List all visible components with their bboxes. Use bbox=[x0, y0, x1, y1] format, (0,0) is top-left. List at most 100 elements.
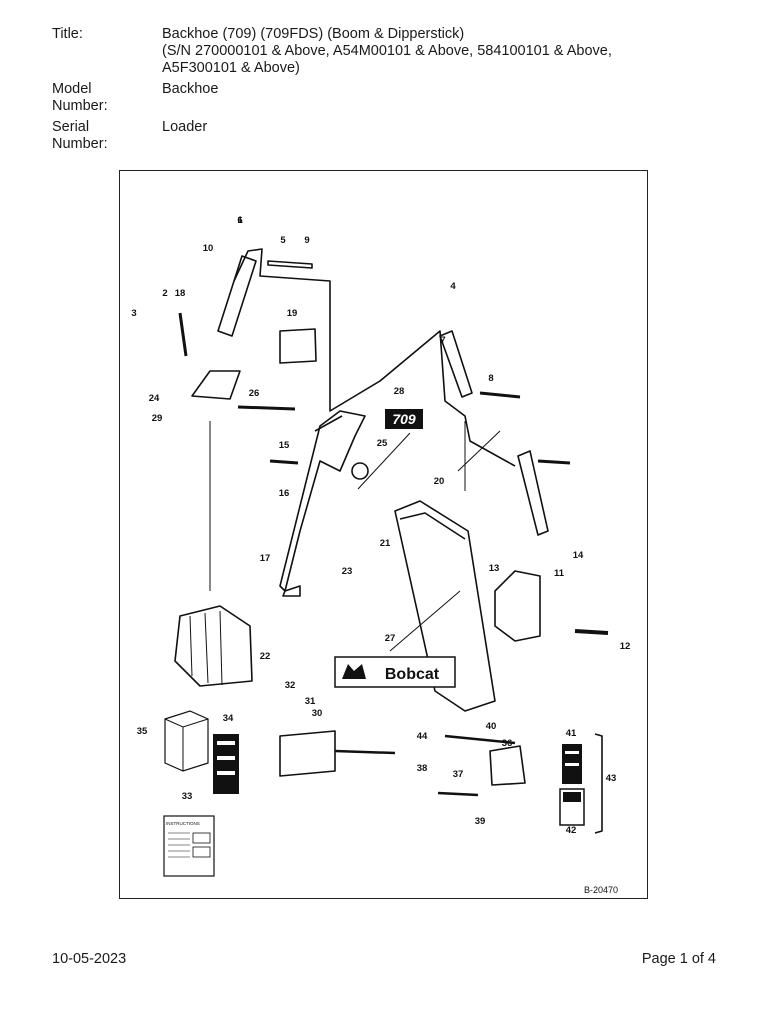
box-icon bbox=[164, 718, 209, 771]
serial-label: Serial Number: bbox=[52, 119, 162, 153]
bucket-link-part bbox=[494, 570, 541, 642]
title-line: (S/N 270000101 & Above, A54M00101 & Abov… bbox=[162, 43, 612, 59]
bobcat-logo-icon bbox=[342, 664, 366, 679]
callout-28: 28 bbox=[394, 386, 405, 397]
boom-part bbox=[314, 415, 343, 432]
callout-42: 42 bbox=[566, 825, 577, 836]
pin-part bbox=[437, 791, 479, 797]
decal-41-stripe bbox=[565, 763, 579, 766]
cylinder-link-part bbox=[439, 330, 473, 398]
callout-11: 11 bbox=[554, 568, 565, 579]
callout-1: 1 bbox=[237, 215, 243, 226]
callout-37: 37 bbox=[453, 769, 464, 780]
decal-dark-34-stripe bbox=[217, 756, 235, 760]
callout-16: 16 bbox=[279, 488, 290, 499]
callout-29: 29 bbox=[152, 413, 163, 424]
footer-page-number: Page 1 of 4 bbox=[641, 951, 716, 967]
decal-dark-34-stripe bbox=[217, 771, 235, 775]
callout-23: 23 bbox=[342, 566, 353, 577]
callout-36: 36 bbox=[502, 738, 513, 749]
decal-dark-34-stripe bbox=[217, 741, 235, 745]
model-value: Backhoe bbox=[162, 81, 219, 97]
pin-part bbox=[267, 260, 313, 269]
title-line: Backhoe (709) (709FDS) (Boom & Dippersti… bbox=[162, 26, 465, 42]
title-value: Backhoe (709) (709FDS) (Boom & Dippersti… bbox=[162, 26, 732, 77]
model-label-line: Number: bbox=[52, 98, 108, 114]
bucket-part bbox=[189, 610, 223, 686]
callout-15: 15 bbox=[279, 440, 290, 451]
callout-27: 27 bbox=[385, 633, 396, 644]
callout-39: 39 bbox=[475, 816, 486, 827]
dipperstick-part bbox=[399, 512, 466, 540]
pin-part bbox=[334, 749, 396, 755]
decal-dark-34 bbox=[213, 734, 239, 794]
model-label: Model Number: bbox=[52, 81, 162, 115]
callout-40: 40 bbox=[486, 721, 497, 732]
pivot-bracket-part bbox=[279, 730, 336, 777]
exploded-view-drawing: 709 Bobcat INSTRUCTIONS bbox=[131, 215, 630, 895]
title-row: Title: Backhoe (709) (709FDS) (Boom & Di… bbox=[52, 26, 732, 77]
manual-text-lines bbox=[168, 832, 190, 858]
callout-35: 35 bbox=[137, 726, 148, 737]
serial-label-line: Serial bbox=[52, 119, 90, 135]
bracket-part bbox=[178, 312, 188, 357]
manual-figure bbox=[192, 832, 211, 844]
callout-18: 18 bbox=[175, 288, 186, 299]
callout-41: 41 bbox=[566, 728, 577, 739]
title-line: A5F300101 & Above) bbox=[162, 60, 300, 76]
callout-44: 44 bbox=[417, 731, 428, 742]
manual-figure bbox=[192, 846, 211, 858]
bucket-part bbox=[174, 605, 253, 687]
boom-link-part bbox=[217, 255, 257, 337]
callout-43: 43 bbox=[606, 773, 617, 784]
callout-7: 7 bbox=[440, 335, 445, 346]
callout-21: 21 bbox=[380, 538, 391, 549]
model-row: Model Number: Backhoe bbox=[52, 81, 732, 115]
callout-24: 24 bbox=[149, 393, 160, 404]
pin-part bbox=[574, 629, 609, 635]
decal-box bbox=[164, 710, 209, 772]
document-metadata: Title: Backhoe (709) (709FDS) (Boom & Di… bbox=[52, 26, 732, 157]
manual-cover bbox=[163, 815, 215, 877]
pin-part bbox=[537, 459, 571, 465]
decal-709-badge bbox=[385, 409, 423, 429]
callout-9: 9 bbox=[304, 235, 309, 246]
pin-part bbox=[444, 734, 516, 745]
title-label: Title: bbox=[52, 26, 83, 42]
footer-date: 10-05-2023 bbox=[52, 951, 127, 967]
decal-709: 709 bbox=[385, 409, 423, 429]
operator-manual: INSTRUCTIONS bbox=[163, 815, 215, 877]
brand-text: Bobcat bbox=[385, 666, 440, 683]
callout-5: 5 bbox=[280, 235, 286, 246]
leader-line bbox=[389, 590, 461, 652]
pin-part bbox=[269, 459, 299, 465]
serial-value: Loader bbox=[162, 119, 208, 135]
callout-19: 19 bbox=[287, 308, 298, 319]
callout-17: 17 bbox=[260, 553, 271, 564]
callout-3: 3 bbox=[131, 308, 136, 319]
leader-line bbox=[357, 432, 411, 490]
decal-bobcat: Bobcat bbox=[334, 656, 456, 688]
group-brace bbox=[594, 733, 603, 834]
callout-2: 2 bbox=[162, 288, 167, 299]
callout-4: 4 bbox=[450, 281, 456, 292]
decal-41 bbox=[562, 744, 582, 784]
decal-41-stripe bbox=[565, 751, 579, 754]
callout-31: 31 bbox=[305, 696, 316, 707]
boom-part bbox=[282, 585, 301, 597]
serial-label-line: Number: bbox=[52, 136, 108, 152]
callout-33: 33 bbox=[182, 791, 193, 802]
pivot-bracket-part bbox=[489, 745, 526, 786]
model-badge-text: 709 bbox=[392, 411, 416, 427]
model-label-line: Model bbox=[52, 81, 92, 97]
callout-labels: 1234567891011121314151617181920212223242… bbox=[131, 215, 630, 836]
callout-34: 34 bbox=[223, 713, 234, 724]
pin-part bbox=[479, 391, 521, 399]
callout-22: 22 bbox=[260, 651, 271, 662]
callout-25: 25 bbox=[377, 438, 388, 449]
callout-30: 30 bbox=[312, 708, 323, 719]
callout-32: 32 bbox=[285, 680, 296, 691]
callout-8: 8 bbox=[488, 373, 493, 384]
cylinder-link-part bbox=[517, 450, 549, 536]
callout-14: 14 bbox=[573, 550, 584, 561]
